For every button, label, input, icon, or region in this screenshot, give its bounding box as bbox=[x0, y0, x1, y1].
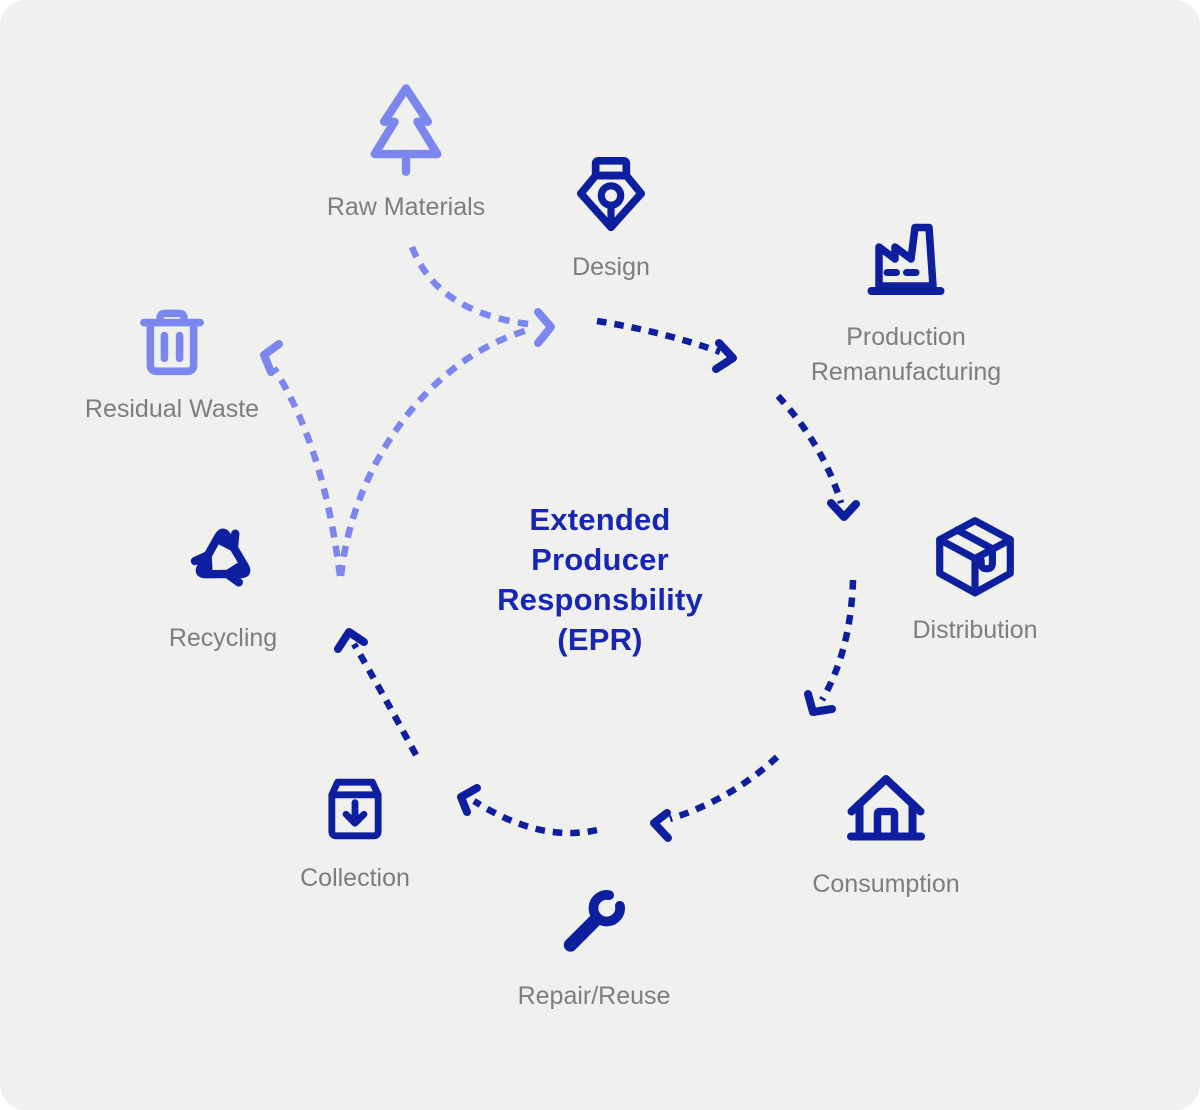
arrow-production-to-distribution bbox=[775, 393, 860, 521]
factory-icon bbox=[867, 223, 945, 295]
node-label: Design bbox=[572, 253, 650, 281]
title-line-1: Extended bbox=[529, 502, 671, 537]
node-raw-materials: Raw Materials bbox=[327, 78, 485, 224]
arrow-recycling-back-into-cycle bbox=[337, 326, 529, 577]
title-line-2: Producer bbox=[531, 542, 669, 577]
node-collection: Collection bbox=[300, 769, 410, 895]
node-design: Design bbox=[566, 148, 656, 284]
node-label-line-2: Remanufacturing bbox=[810, 358, 1002, 386]
house-icon bbox=[847, 775, 925, 841]
package-box-icon bbox=[936, 517, 1014, 597]
node-label: Consumption bbox=[812, 870, 960, 898]
arrow-raw-materials-into-cycle bbox=[408, 245, 555, 347]
title-line-4: (EPR) bbox=[557, 622, 643, 657]
pen-nib-icon bbox=[576, 156, 646, 232]
recycle-icon bbox=[190, 528, 251, 587]
node-distribution: Distribution bbox=[912, 511, 1038, 647]
node-label: Residual Waste bbox=[84, 395, 260, 423]
node-label-line-1: Production bbox=[846, 323, 966, 351]
node-label: Collection bbox=[300, 864, 410, 892]
arrow-design-to-production bbox=[596, 317, 737, 373]
wrench-icon bbox=[563, 890, 625, 952]
node-label: Production Remanufacturing bbox=[811, 320, 1001, 390]
diagram-title: Extended Producer Responsbility (EPR) bbox=[497, 500, 703, 660]
node-label: Recycling bbox=[168, 624, 278, 652]
node-label: Raw Materials bbox=[326, 193, 486, 221]
arrow-collection-to-recycling bbox=[334, 628, 419, 757]
node-label: Repair/Reuse bbox=[517, 982, 671, 1010]
arrow-distribution-to-consumption bbox=[804, 579, 857, 716]
title-line-3: Responsbility bbox=[497, 582, 703, 617]
arrow-repair-reuse-to-collection bbox=[457, 784, 598, 837]
trash-icon bbox=[140, 309, 204, 376]
node-label: Distribution bbox=[912, 616, 1038, 644]
node-repair-reuse: Repair/Reuse bbox=[518, 877, 670, 1013]
collection-box-icon bbox=[328, 778, 382, 840]
node-residual-waste: Residual Waste bbox=[85, 302, 259, 426]
tree-icon bbox=[370, 84, 442, 176]
node-consumption: Consumption bbox=[812, 759, 960, 901]
arrow-cycle-to-residual-waste bbox=[260, 340, 344, 577]
arrow-consumption-to-repair-reuse bbox=[650, 754, 780, 842]
node-production: Production Remanufacturing bbox=[811, 212, 1001, 390]
node-recycling: Recycling bbox=[169, 509, 277, 655]
